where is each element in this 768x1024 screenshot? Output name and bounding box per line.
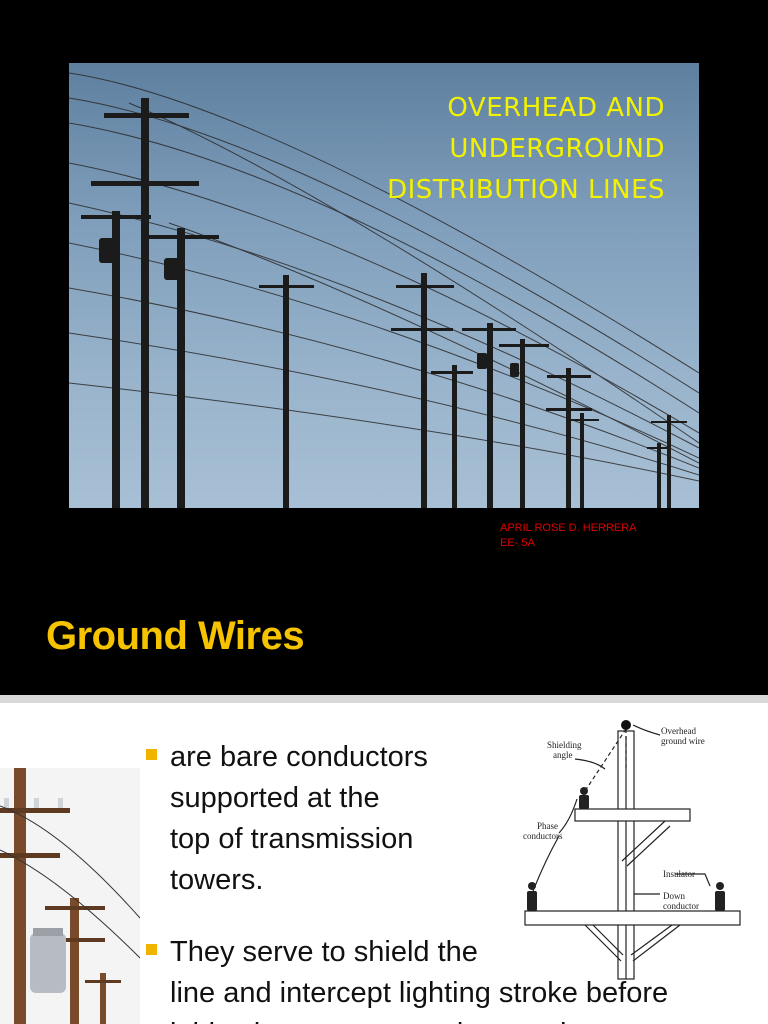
label-phase-conductors: Phase xyxy=(537,821,558,831)
author-name: APRIL ROSE D. HERRERA xyxy=(500,522,637,534)
power-lines-illustration xyxy=(69,72,699,508)
author-section: EE- 5A xyxy=(500,537,535,549)
title-slide: OVERHEAD AND UNDERGROUND DISTRIBUTION LI… xyxy=(46,63,699,658)
bullet-text-line: top of transmission xyxy=(170,823,414,855)
bullet-text-line: They serve to shield the xyxy=(170,936,478,968)
label-phase-conductors: conductors xyxy=(523,831,563,841)
label-insulator: Insulator xyxy=(663,869,695,879)
bullet-text-line: towers. xyxy=(170,864,264,896)
slide-title-line: DISTRIBUTION LINES xyxy=(387,175,665,205)
author-credit: APRIL ROSE D. HERRERA EE- 5A xyxy=(500,521,637,551)
slide-title-line: OVERHEAD AND xyxy=(447,93,665,123)
bullet-marker xyxy=(146,749,157,760)
label-overhead-ground-wire: ground wire xyxy=(661,736,705,746)
slide-title-line: UNDERGROUND xyxy=(449,134,665,164)
label-down-conductor: conductor xyxy=(663,901,699,911)
utility-poles-photo xyxy=(0,768,140,1024)
bullet-text-line: line and intercept lighting stroke befor… xyxy=(170,977,669,1009)
bullet-item: They serve to shield the line and interc… xyxy=(146,932,669,1024)
bullet-text-line: are bare conductors xyxy=(170,741,428,773)
label-down-conductor: Down xyxy=(663,891,685,901)
power-lines-photo xyxy=(69,63,699,508)
slide-title: OVERHEAD AND UNDERGROUND DISTRIBUTION LI… xyxy=(300,88,665,211)
bullet-item: are bare conductors supported at the top… xyxy=(146,737,428,901)
content-slide: are bare conductors supported at the top… xyxy=(0,703,768,1024)
label-shielding-angle: Shielding xyxy=(547,740,582,750)
slide-heading: Ground Wires xyxy=(46,614,305,658)
ground-wire-diagram: Overhead ground wire Shielding angle Pha… xyxy=(523,720,741,980)
slide-divider xyxy=(0,695,768,703)
bullet-text-line: it hits the current carrying conductors xyxy=(170,1014,668,1024)
label-overhead-ground-wire: Overhead xyxy=(661,726,696,736)
bullet-marker xyxy=(146,944,157,955)
label-shielding-angle: angle xyxy=(553,750,573,760)
bullet-text-line: supported at the xyxy=(170,782,380,814)
